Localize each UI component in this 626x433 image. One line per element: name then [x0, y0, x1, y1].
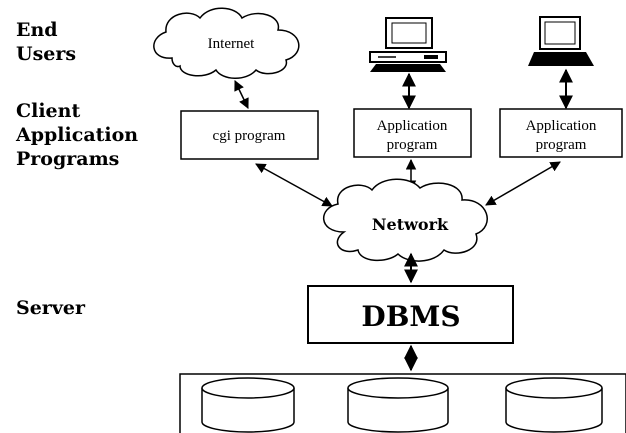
cgi-program-label: cgi program: [213, 128, 286, 144]
application-program-2-line2: program: [536, 137, 587, 153]
desktop-computer-icon: [369, 17, 447, 72]
application-program-1-line1: Application: [377, 118, 448, 134]
application-program-box-1: [353, 108, 472, 158]
network-label: Network: [372, 215, 449, 234]
dbms-label: DBMS: [361, 300, 460, 333]
database-cylinder-icon: [505, 377, 603, 433]
database-cylinder-icon: [201, 377, 295, 433]
dbms-box: [307, 285, 514, 344]
application-program-box-2: [499, 108, 623, 158]
laptop-computer-icon: [528, 16, 594, 66]
tier-label-client-apps: Client Application Programs: [16, 100, 139, 170]
arrow-internet-cgi: [234, 80, 249, 109]
cgi-program-box: [180, 110, 319, 160]
network-cloud-icon: [322, 178, 488, 262]
internet-cloud-icon: [153, 7, 300, 79]
database-cylinder-icon: [347, 377, 449, 433]
application-program-1-line2: program: [387, 137, 438, 153]
application-program-2-line1: Application: [526, 118, 597, 134]
internet-label: Internet: [208, 36, 255, 52]
tier-label-end-users: End Users: [16, 19, 77, 65]
arrow-cgi-network: [255, 163, 333, 207]
arrow-app2-network: [485, 161, 561, 206]
tier-label-server: Server: [16, 297, 85, 319]
